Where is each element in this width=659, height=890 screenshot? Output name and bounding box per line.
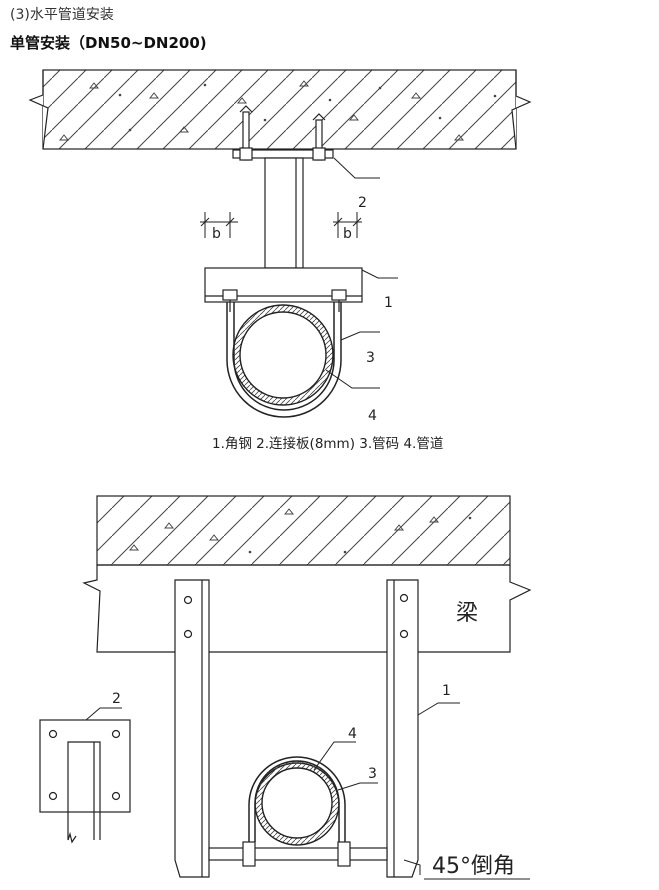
- dimension-b: [200, 212, 362, 238]
- label-2-4: 4: [348, 726, 357, 742]
- figure-1-caption: 1.角钢 2.连接板(8mm) 3.管码 4.管道: [212, 436, 444, 452]
- pipe: [232, 304, 334, 406]
- label-4: 4: [368, 408, 377, 424]
- angle-steel-right: [386, 579, 419, 878]
- label-2-3: 3: [368, 766, 377, 782]
- beam-label: 梁: [456, 601, 478, 626]
- figure-2-drawing: 梁 1 4 3 45°倒角: [39, 495, 532, 880]
- plate-detail: [39, 719, 131, 844]
- pipe-2: [254, 760, 340, 846]
- label-2: 2: [358, 195, 367, 211]
- subheading: 单管安装（DN50~DN200): [10, 34, 207, 52]
- angle-steel-left: [174, 579, 210, 878]
- label-2-2: 2: [112, 691, 121, 707]
- pipe-clamp: [226, 302, 342, 418]
- pipe-clamp-2: [248, 756, 346, 842]
- label-b-left: b: [212, 226, 221, 242]
- chamfer-label: 45°倒角: [432, 854, 515, 879]
- concrete-slab: [28, 69, 532, 150]
- label-3: 3: [366, 350, 375, 366]
- concrete-slab-2: [96, 495, 511, 566]
- label-2-1: 1: [442, 683, 451, 699]
- bottom-bar: [208, 841, 388, 867]
- anchor-bolts: [239, 105, 326, 161]
- label-1: 1: [384, 295, 393, 311]
- angle-steel-vertical: [264, 157, 304, 269]
- beam: [82, 564, 532, 653]
- section-heading: (3)水平管道安装: [10, 7, 114, 23]
- label-b-right: b: [343, 226, 352, 242]
- figure-1-drawing: b b 2 1 3 4: [28, 69, 532, 424]
